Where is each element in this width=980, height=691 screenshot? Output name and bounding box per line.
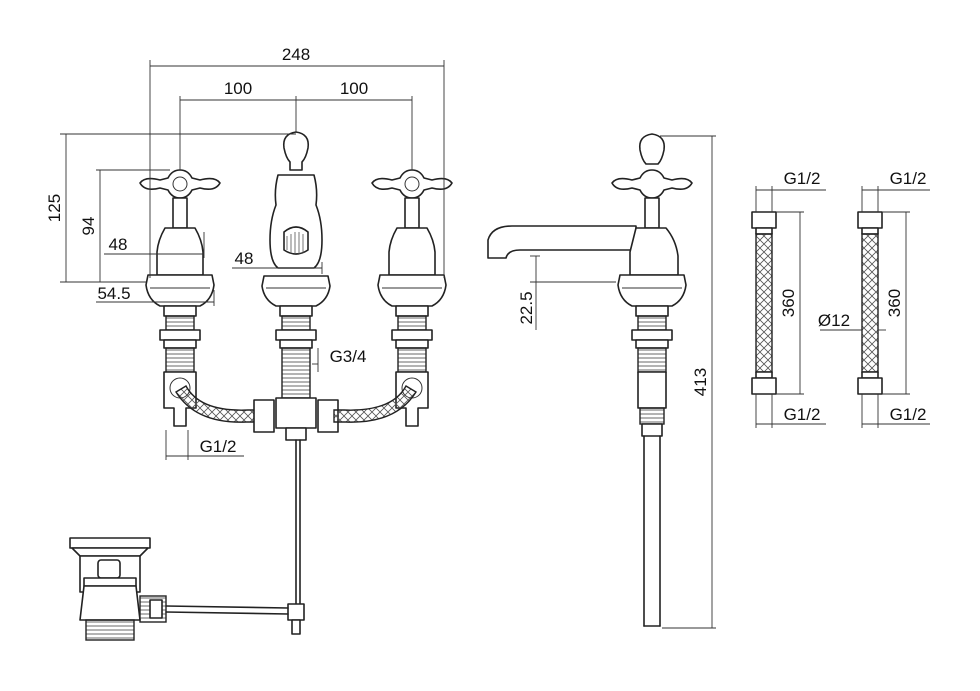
dim-hose-a-top: G1/2 xyxy=(784,169,821,188)
dim-centre-thread: G3/4 xyxy=(330,347,367,366)
dim-height-handle: 94 xyxy=(79,217,98,236)
dimension-lines xyxy=(60,60,930,629)
dim-spout-depth: 48 xyxy=(235,249,254,268)
dim-handle-depth-left: 48 xyxy=(109,235,128,254)
dim-hose-b-top: G1/2 xyxy=(890,169,927,188)
dim-center-right: 100 xyxy=(340,79,368,98)
left-valve xyxy=(139,169,221,427)
dim-hose-b-length: 360 xyxy=(885,289,904,317)
centre-spout xyxy=(261,131,331,635)
side-view-tap xyxy=(487,133,693,627)
popup-waste xyxy=(69,537,289,641)
dim-base-width: 54.5 xyxy=(97,284,130,303)
connector-hoses xyxy=(175,385,417,433)
dim-overall-height: 413 xyxy=(691,368,710,396)
dim-hose-a-length: 360 xyxy=(779,289,798,317)
dim-hose-a-bottom: G1/2 xyxy=(784,405,821,424)
dim-height-total: 125 xyxy=(45,194,64,222)
dim-hose-b-bottom: G1/2 xyxy=(890,405,927,424)
flexible-hose-a xyxy=(751,211,777,395)
dim-hose-b-diameter: Ø12 xyxy=(818,311,850,330)
dim-overall-width: 248 xyxy=(282,45,310,64)
dim-center-left: 100 xyxy=(224,79,252,98)
dim-spout-height: 22.5 xyxy=(517,291,536,324)
dim-inlet-thread: G1/2 xyxy=(200,437,237,456)
right-valve xyxy=(371,169,453,427)
flexible-hose-b xyxy=(857,211,883,395)
